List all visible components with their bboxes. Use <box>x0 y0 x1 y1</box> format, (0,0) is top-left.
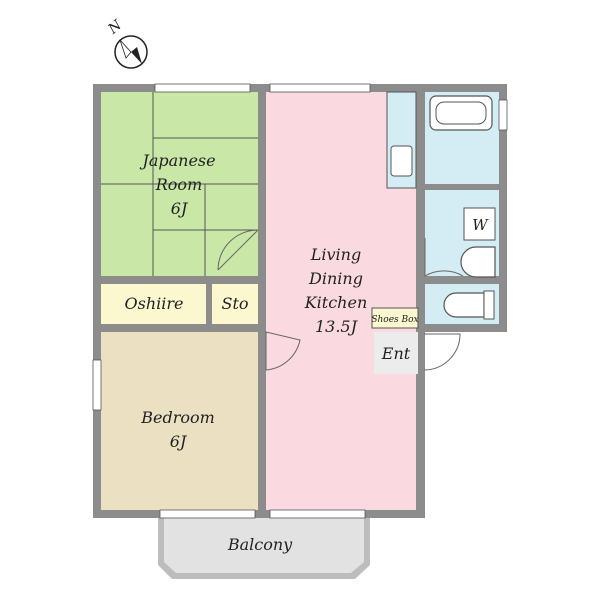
storage-label: Sto <box>221 294 248 313</box>
washing-machine-icon <box>463 207 496 241</box>
compass-label: N <box>105 17 126 38</box>
ldk-size: 13.5J <box>315 317 359 336</box>
washroom: W <box>424 190 499 278</box>
japanese-room-door <box>217 229 259 271</box>
japanese-room-line2: Room <box>155 175 202 194</box>
toilet-room <box>425 284 499 324</box>
shoes-box: Shoes Box <box>371 307 419 329</box>
japanese-room: Japanese Room 6J <box>101 92 259 276</box>
washroom-door <box>424 238 464 277</box>
ldk-line2: Dining <box>308 269 363 288</box>
japanese-room-line1: Japanese <box>139 151 215 170</box>
oshiire-label: Oshiire <box>125 294 184 313</box>
balcony: Balcony <box>158 516 370 579</box>
north-arrow-icon: N <box>105 17 148 69</box>
ldk-line3: Kitchen <box>304 293 368 312</box>
wash-basin-icon <box>460 246 496 278</box>
washroom-label: W <box>472 216 489 234</box>
bedroom: Bedroom 6J <box>101 332 258 510</box>
bathroom <box>425 92 499 184</box>
windows <box>92 83 508 519</box>
entrance-door <box>423 333 461 371</box>
kitchen-sink-icon <box>390 145 413 177</box>
bedroom-label: Bedroom <box>140 408 215 427</box>
entrance-label: Ent <box>381 344 411 363</box>
ldk-line1: Living <box>310 245 361 264</box>
shoes-box-label: Shoes Box <box>371 315 418 325</box>
oshiire-closet: Oshiire <box>101 284 206 324</box>
balcony-label: Balcony <box>227 535 293 554</box>
entrance: Ent <box>374 332 461 374</box>
kitchen-counter <box>386 91 417 189</box>
storage-closet: Sto <box>212 284 258 324</box>
bedroom-size: 6J <box>170 432 188 451</box>
bedroom-door <box>265 331 301 371</box>
toilet-icon <box>443 292 485 318</box>
japanese-room-size: 6J <box>171 199 189 218</box>
